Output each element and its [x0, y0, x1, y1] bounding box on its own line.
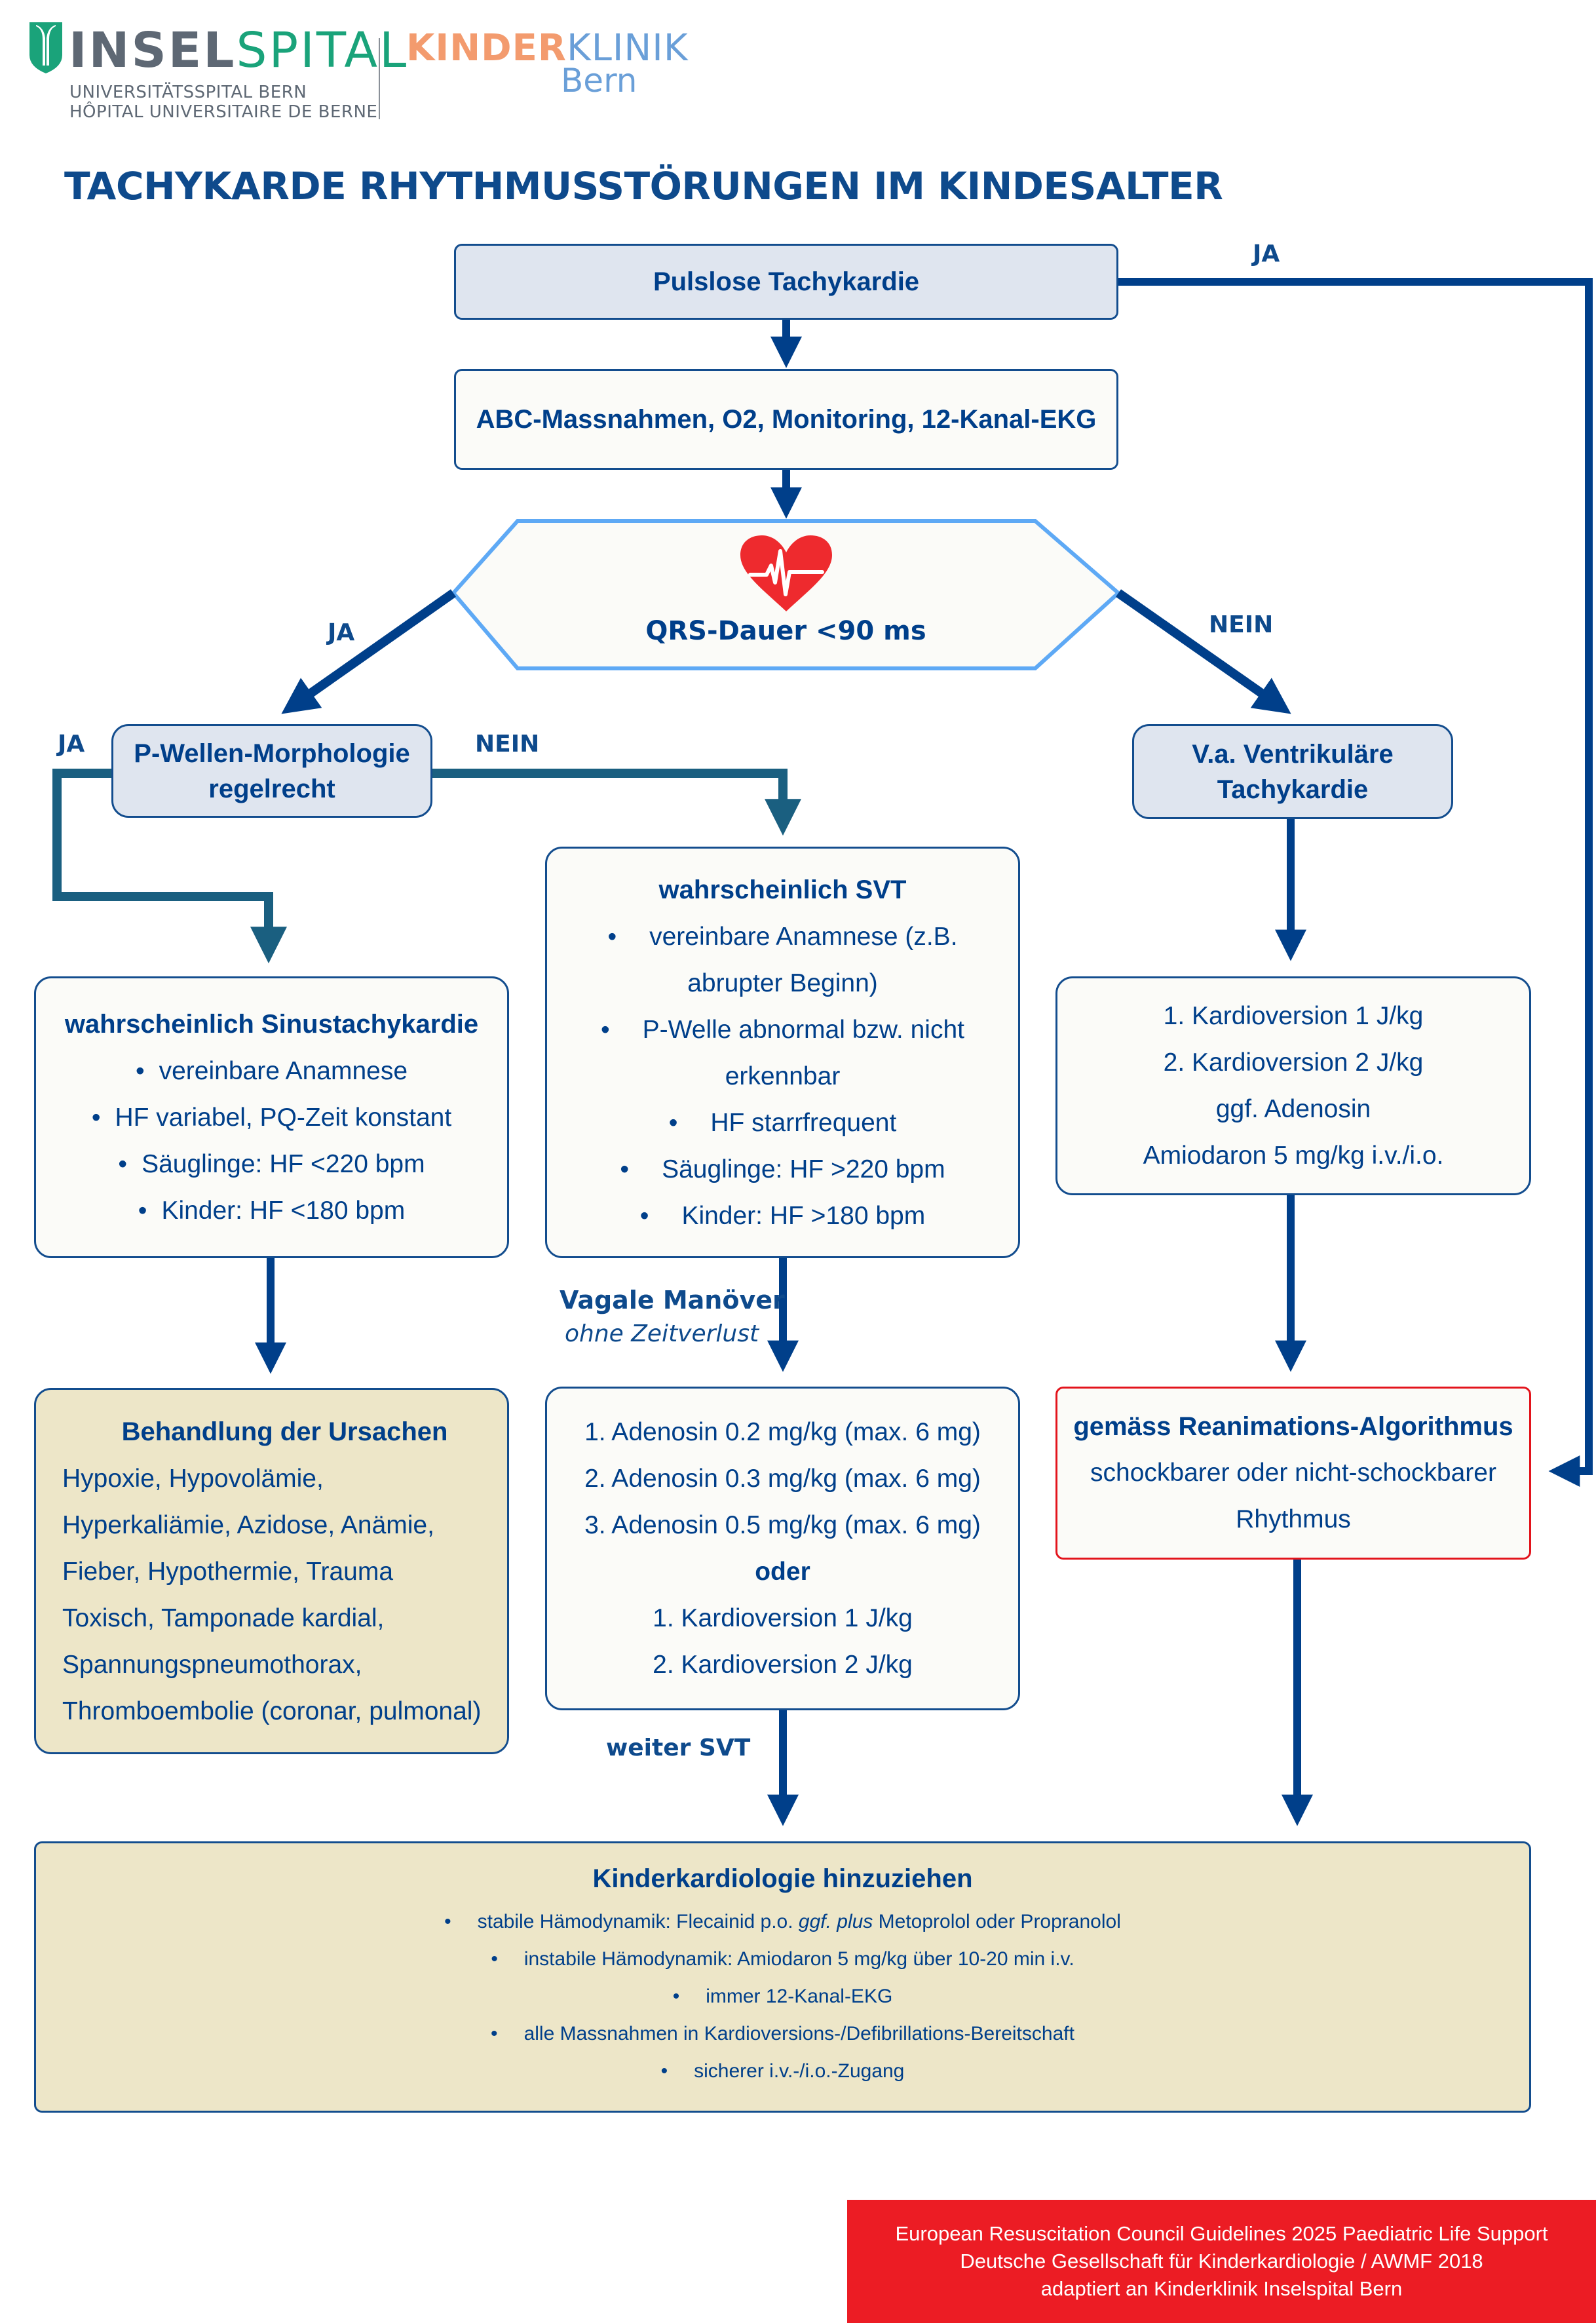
node-vt-therapy: 1. Kardioversion 1 J/kg 2. Kardioversion… [1055, 976, 1531, 1195]
node-pediatric-cardiology: Kinderkardiologie hinzuziehen •stabile H… [34, 1841, 1531, 2113]
footer-line: adaptiert an Kinderklinik Inselspital Be… [1040, 2277, 1403, 2300]
list-item: 2. Kardioversion 2 J/kg [653, 1651, 913, 1679]
footer-line: Deutsche Gesellschaft für Kinderkardiolo… [960, 2250, 1483, 2273]
arrow-qrs-no-to-vt [1115, 589, 1291, 714]
list-item: •instabile Hämodynamik: Amiodaron 5 mg/k… [491, 1948, 1074, 1970]
node-suspected-vt: V.a. Ventrikuläre Tachykardie [1132, 724, 1453, 819]
edge-label-vagal-maneuver: Vagale Manöver [560, 1286, 785, 1315]
node-label-line2: regelrecht [208, 774, 335, 803]
heart-ecg-icon [740, 535, 832, 611]
page-title: TACHYKARDE RHYTHMUSSTÖRUNGEN IM KINDESAL… [64, 164, 1223, 208]
edge-label-qrs-yes: JA [328, 619, 355, 646]
list-item: Hypoxie, Hypovolämie, [62, 1464, 324, 1493]
node-title: Kinderkardiologie hinzuziehen [592, 1864, 973, 1893]
node-p-wave-morphology: P-Wellen-Morphologie regelrecht [111, 724, 432, 818]
logo-divider [379, 38, 380, 119]
edge-label-qrs-no: NEIN [1209, 611, 1274, 638]
list-item: •HF variabel, PQ-Zeit konstant [91, 1104, 452, 1132]
list-item: Hyperkaliämie, Azidose, Anämie, [62, 1510, 434, 1539]
list-item: •vereinbare Anamnese [135, 1057, 408, 1085]
arrow-pwave-no-to-svt [432, 769, 801, 836]
node-adenosine-cardioversion: 1. Adenosin 0.2 mg/kg (max. 6 mg) 2. Ade… [545, 1387, 1020, 1710]
node-svt: wahrscheinlich SVT •vereinbare Anamnese … [545, 847, 1020, 1258]
node-text-line1: schockbarer oder nicht-schockbarer [1090, 1459, 1496, 1487]
list-item: 2. Adenosin 0.3 mg/kg (max. 6 mg) [584, 1465, 981, 1493]
list-item-cont: erkennbar [725, 1062, 841, 1090]
node-sinus-tachycardia: wahrscheinlich Sinustachykardie •vereinb… [34, 976, 509, 1258]
edge-label-pulseless-yes: JA [1253, 240, 1280, 267]
list-item: •Kinder: HF >180 bpm [639, 1201, 926, 1230]
list-item: ggf. Adenosin [1215, 1095, 1371, 1123]
node-text-line2: Rhythmus [1236, 1505, 1351, 1533]
list-item: •Säuglinge: HF >220 bpm [620, 1155, 945, 1183]
list-item: 1. Adenosin 0.2 mg/kg (max. 6 mg) [584, 1418, 981, 1446]
node-pulseless-tachycardia: Pulslose Tachykardie [454, 244, 1118, 320]
list-item: Thromboembolie (coronar, pulmonal) [62, 1697, 482, 1725]
list-item: Amiodaron 5 mg/kg i.v./i.o. [1143, 1142, 1444, 1170]
list-item: •alle Massnahmen in Kardioversions-/Defi… [491, 2023, 1074, 2045]
node-label-line2: Tachykardie [1217, 775, 1369, 804]
list-item: Spannungspneumothorax, [62, 1650, 362, 1679]
node-title: wahrscheinlich Sinustachykardie [64, 1010, 479, 1039]
source-footer: European Resuscitation Council Guideline… [847, 2200, 1596, 2323]
node-qrs-duration: QRS-Dauer <90 ms [645, 616, 926, 646]
kinderklinik-location: Bern [561, 62, 637, 100]
or-separator: oder [755, 1558, 810, 1586]
list-item: 1. Kardioversion 1 J/kg [1163, 1002, 1424, 1030]
node-label: Pulslose Tachykardie [653, 267, 920, 296]
node-label: ABC-Massnahmen, O2, Monitoring, 12-Kanal… [476, 404, 1097, 434]
edge-label-vagal-note: ohne Zeitverlust [565, 1320, 759, 1347]
node-title: Behandlung der Ursachen [121, 1417, 448, 1446]
list-item: •stabile Hämodynamik: Flecainid p.o. ggf… [444, 1911, 1121, 1932]
list-item: 3. Adenosin 0.5 mg/kg (max. 6 mg) [584, 1511, 981, 1539]
node-title: wahrscheinlich SVT [658, 875, 907, 904]
list-item: Toxisch, Tamponade kardial, [62, 1603, 385, 1632]
list-item: 1. Kardioversion 1 J/kg [653, 1604, 913, 1632]
inselspital-subtitle-fr: HÔPITAL UNIVERSITAIRE DE BERNE [69, 102, 378, 122]
footer-line: European Resuscitation Council Guideline… [895, 2222, 1548, 2245]
list-item: •Säuglinge: HF <220 bpm [118, 1150, 425, 1178]
list-item: •Kinder: HF <180 bpm [138, 1197, 406, 1225]
node-abc-measures: ABC-Massnahmen, O2, Monitoring, 12-Kanal… [454, 369, 1118, 470]
edge-label-pwave-no: NEIN [475, 731, 540, 758]
list-item: •P-Welle abnormal bzw. nicht [601, 1015, 964, 1044]
list-item: •immer 12-Kanal-EKG [672, 1986, 893, 2007]
node-title: gemäss Reanimations-Algorithmus [1073, 1412, 1513, 1441]
arrow-qrs-yes-to-pwave [281, 589, 457, 714]
list-item: •sicherer i.v.-/i.o.-Zugang [660, 2060, 905, 2082]
inselspital-shield-icon [29, 22, 62, 73]
node-treat-causes: Behandlung der Ursachen Hypoxie, Hypovol… [34, 1388, 509, 1754]
inselspital-subtitle-de: UNIVERSITÄTSSPITAL BERN [69, 83, 307, 102]
list-item: •vereinbare Anamnese (z.B. [607, 922, 958, 951]
edge-label-svt-persists: weiter SVT [606, 1735, 751, 1761]
node-label-line1: V.a. Ventrikuläre [1192, 739, 1394, 769]
node-resuscitation-algorithm: gemäss Reanimations-Algorithmus schockba… [1055, 1387, 1531, 1560]
list-item: •HF starrfrequent [668, 1108, 897, 1137]
list-item: 2. Kardioversion 2 J/kg [1163, 1048, 1424, 1077]
edge-label-pwave-yes: JA [58, 731, 85, 758]
kinderklinik-wordmark: KINDERKLINIK [406, 27, 689, 69]
node-label-line1: P-Wellen-Morphologie [134, 739, 410, 768]
list-item: Fieber, Hypothermie, Trauma [62, 1557, 394, 1586]
list-item-cont: abrupter Beginn) [687, 969, 878, 997]
inselspital-wordmark: INSELSPITAL [69, 22, 409, 79]
arrow-pulseless-yes-to-resus [1118, 278, 1593, 1487]
arrow-pwave-yes-to-sinus [52, 769, 287, 964]
